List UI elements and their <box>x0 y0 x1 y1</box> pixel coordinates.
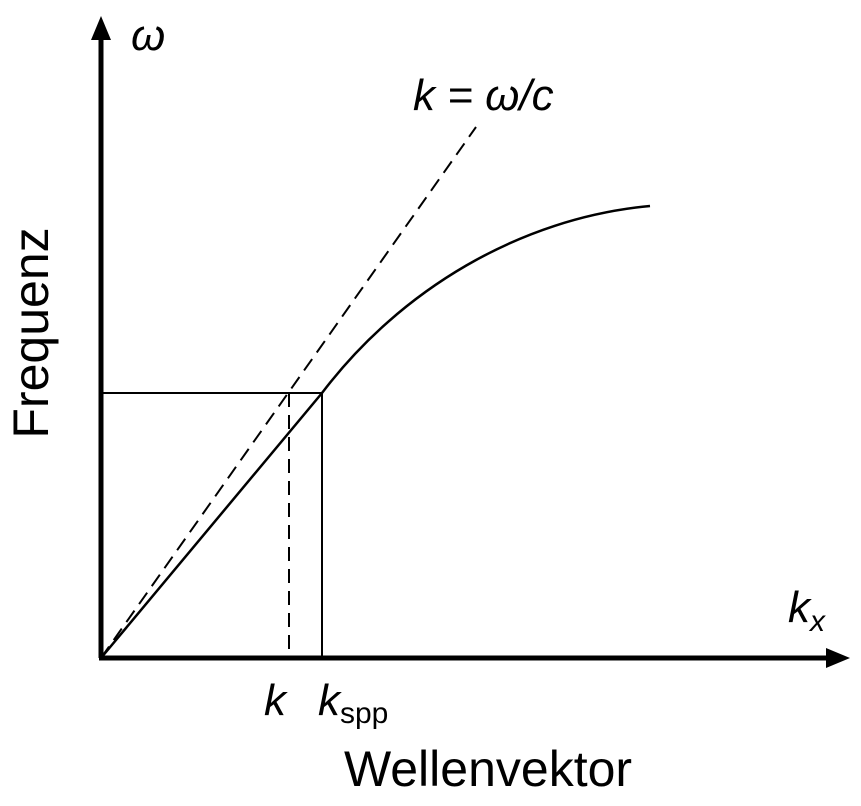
light-line-label: k = ω/c <box>413 71 554 120</box>
x-axis-arrowhead <box>826 648 850 668</box>
x-axis-title: Wellenvektor <box>344 741 632 797</box>
dispersion-curve <box>100 204 651 659</box>
tick-kspp-label: kspp <box>318 676 388 730</box>
tick-kspp-sub: spp <box>340 697 388 730</box>
tick-k-label: k <box>264 676 288 725</box>
x-axis-symbol: kx <box>788 583 826 638</box>
light-line <box>100 126 477 659</box>
y-axis-arrowhead <box>91 16 111 40</box>
y-axis-title: Frequenz <box>3 227 59 438</box>
x-axis-symbol-sub: x <box>808 605 826 638</box>
y-axis-symbol: ω <box>131 11 165 60</box>
